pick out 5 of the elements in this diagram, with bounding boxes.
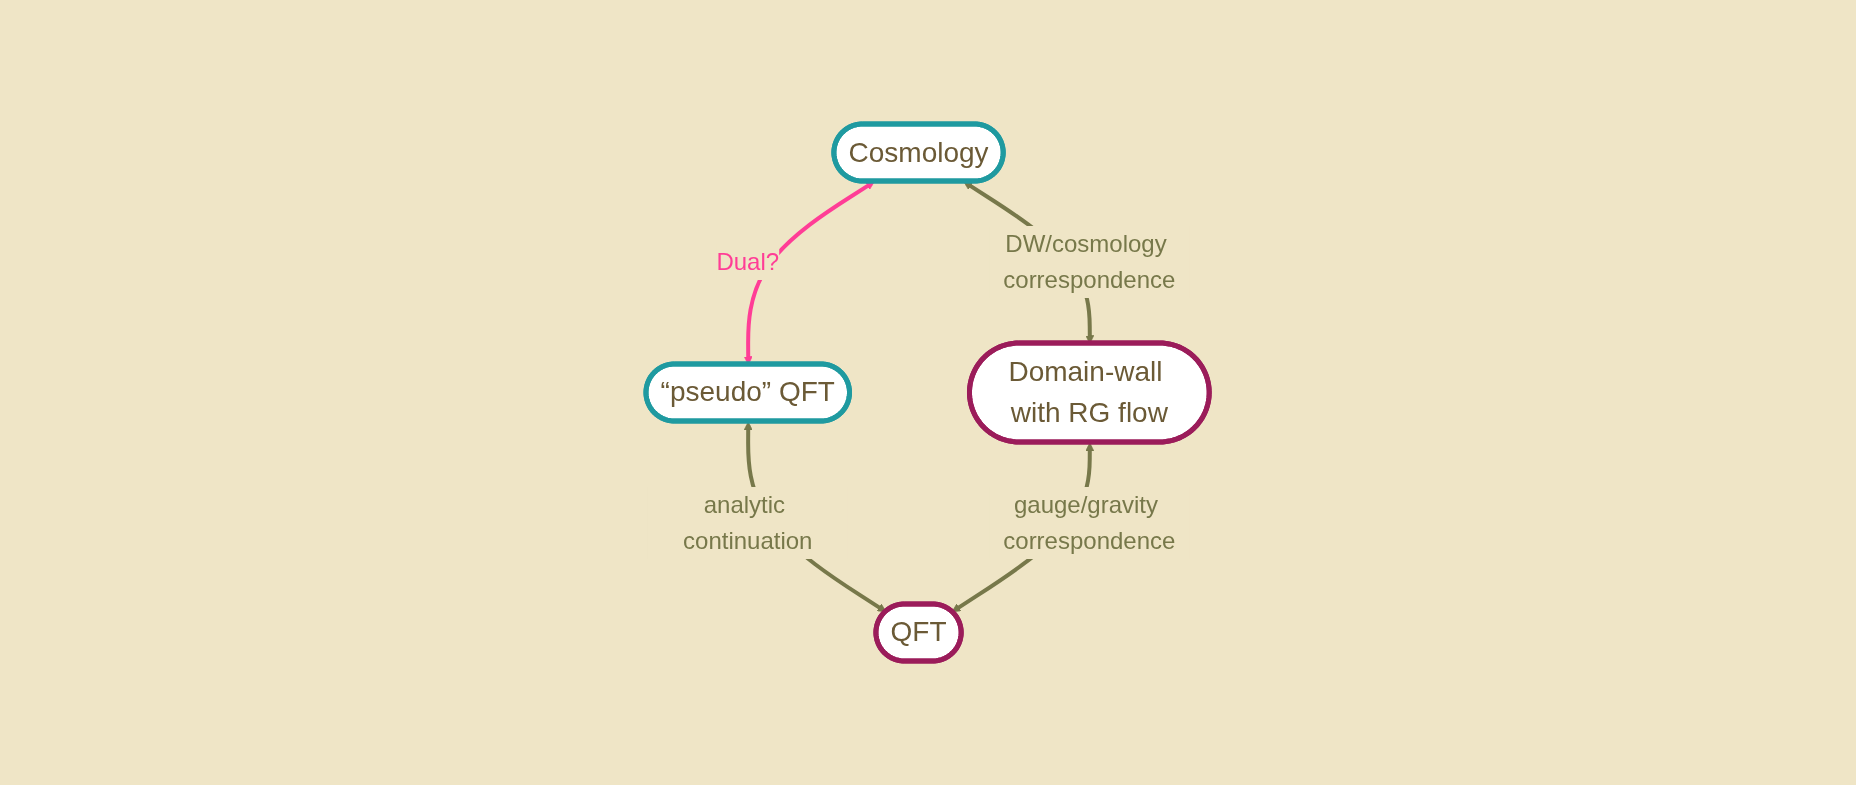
edge-label: Dual? bbox=[716, 248, 780, 275]
edge-label: gauge/gravity correspondence bbox=[1003, 491, 1176, 554]
edge-label: analytic continuation bbox=[683, 491, 813, 554]
edge-label: DW/cosmology correspondence bbox=[1003, 230, 1176, 293]
arrow bbox=[744, 181, 876, 365]
